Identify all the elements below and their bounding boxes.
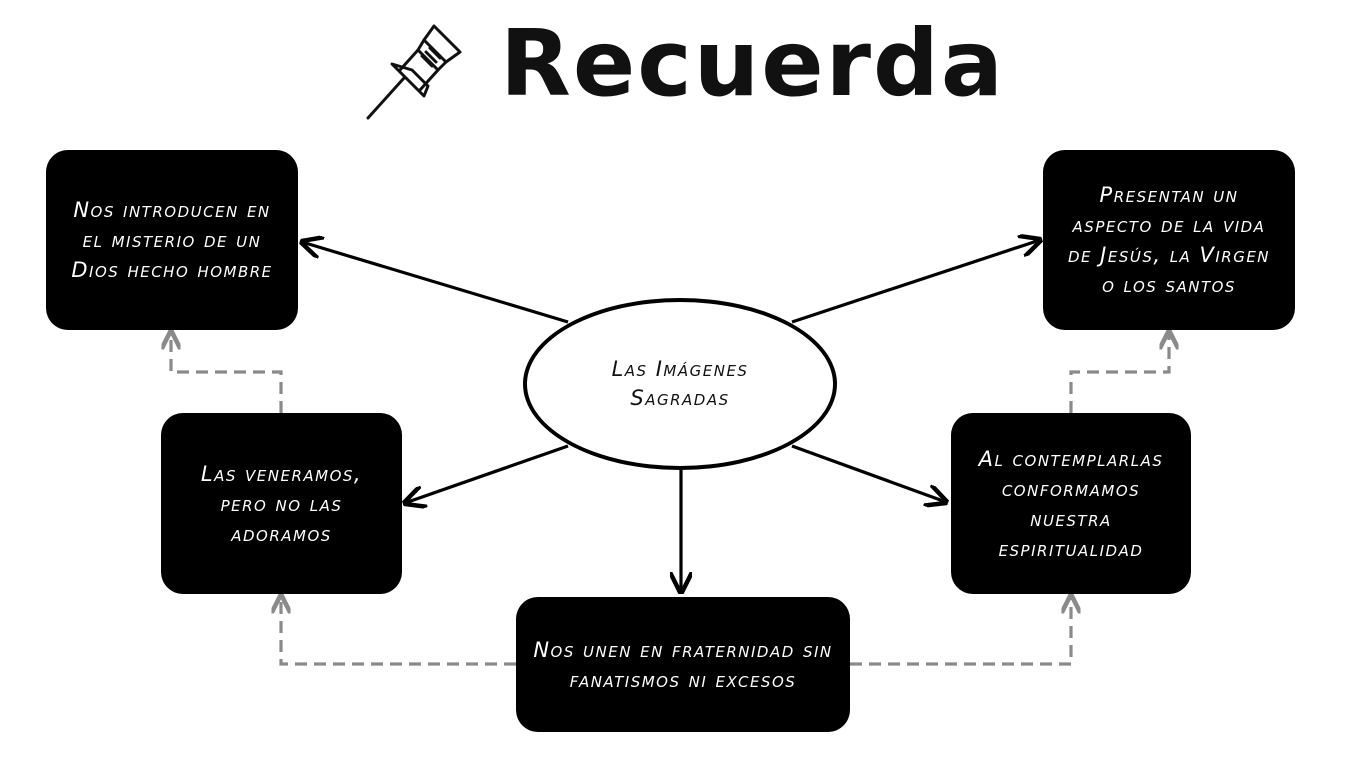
dashed-mid-left-to-top-left — [171, 334, 283, 413]
page-title: Recuerda — [500, 10, 1005, 117]
node-bottom-text: Nos unen en fraternidad sin fanatismos n… — [533, 637, 833, 692]
arrow-center-to-top-right — [791, 240, 1040, 324]
node-mid-left-text: Las veneramos, pero no las adoramos — [200, 461, 363, 546]
dashed-mid-right-to-top-right — [1069, 334, 1169, 413]
node-top-left: Nos introducen en el misterio de un Dios… — [46, 150, 298, 330]
node-top-right: Presentan un aspecto de la vida de Jesús… — [1043, 150, 1295, 330]
node-top-right-text: Presentan un aspecto de la vida de Jesús… — [1067, 183, 1271, 297]
arrow-center-to-top-left — [302, 242, 569, 324]
node-mid-left: Las veneramos, pero no las adoramos — [161, 413, 402, 594]
dashed-bottom-to-mid-left — [281, 598, 516, 666]
node-mid-right: Al contemplarlas conformamos nuestra esp… — [951, 413, 1191, 594]
arrow-center-to-mid-left — [405, 444, 569, 503]
node-bottom: Nos unen en fraternidad sin fanatismos n… — [516, 597, 850, 732]
center-node-ellipse: Las Imágenes Sagradas — [523, 298, 837, 470]
dashed-bottom-to-mid-right — [850, 598, 1071, 666]
arrow-center-to-mid-right — [791, 444, 946, 502]
pushpin-icon — [366, 24, 462, 120]
node-top-left-text: Nos introducen en el misterio de un Dios… — [71, 198, 273, 282]
center-node-label: Las Imágenes Sagradas — [611, 357, 749, 410]
node-mid-right-text: Al contemplarlas conformamos nuestra esp… — [978, 446, 1164, 561]
